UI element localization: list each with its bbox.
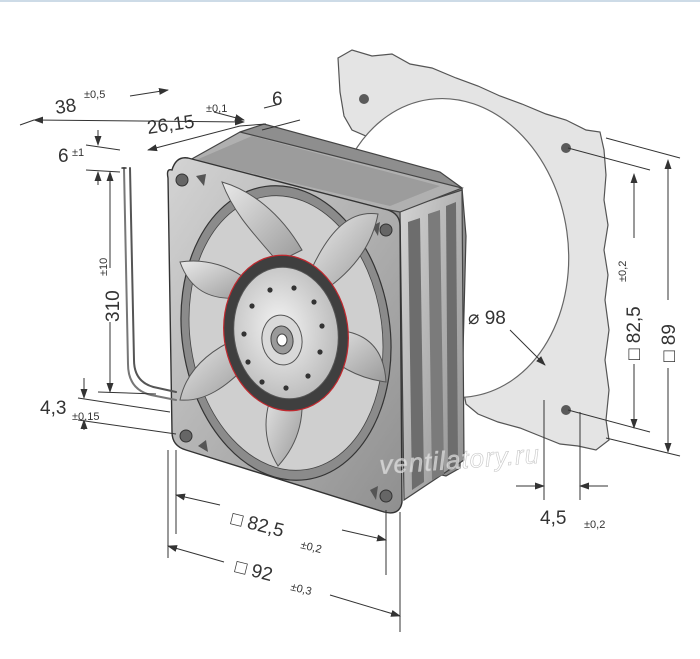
dim-89: □ 89	[659, 324, 680, 362]
dim-4-5: 4,5 ±0,2	[540, 508, 605, 531]
mount-hole	[359, 94, 369, 104]
dim-4-3-tol: ±0,15	[72, 411, 99, 423]
dim-310-tol: ±10	[98, 258, 110, 276]
corner-hole	[179, 429, 193, 443]
dim-310: 310 ±10	[98, 258, 124, 322]
dim-6-top: 6	[272, 89, 283, 110]
dim-38: 38 ±0,5	[54, 89, 106, 119]
dim-310-value: 310	[103, 290, 124, 322]
dim-4-5-tol: ±0,2	[584, 519, 605, 531]
dim-92: □ 92 ±0,3	[233, 556, 313, 598]
dim-26-15-value: 26,15	[146, 112, 196, 139]
fan-cable	[121, 167, 177, 401]
dim-82-5-right: □ 82,5 ±0,2	[617, 261, 645, 360]
dim-6-cable-tol: ±1	[72, 147, 84, 159]
dim-82-5-right-value: □ 82,5	[624, 306, 645, 360]
corner-hole	[175, 173, 189, 187]
dim-82-5-bottom-value: □ 82,5	[229, 508, 286, 541]
dim-38-value: 38	[54, 95, 78, 119]
dim-26-15-tol: ±0,1	[206, 103, 227, 115]
dim-6-cable: 6 ±1	[58, 146, 84, 167]
dim-82-5-right-tol: ±0,2	[617, 261, 629, 282]
dim-82-5-bottom-tol: ±0,2	[299, 539, 323, 556]
dim-4-3-value: 4,3	[40, 398, 66, 419]
dim-4-5-value: 4,5	[540, 508, 566, 529]
dim-38-tol: ±0,5	[84, 89, 105, 101]
corner-hole	[379, 223, 393, 237]
dim-82-5-bottom: □ 82,5 ±0,2	[229, 508, 323, 556]
dim-26-15: 26,15 ±0,1	[146, 103, 228, 139]
fan-impeller	[179, 181, 387, 467]
mount-hole	[561, 405, 571, 415]
dim-92-tol: ±0,3	[289, 581, 313, 598]
dim-92-value: □ 92	[233, 556, 275, 586]
dimension-lines	[19, 87, 681, 632]
mount-hole	[561, 143, 571, 153]
dim-4-3: 4,3 ±0,15	[40, 398, 99, 423]
dim-6-cable-value: 6	[58, 146, 69, 167]
corner-hole	[379, 489, 393, 503]
dim-98: ⌀ 98	[468, 308, 506, 329]
